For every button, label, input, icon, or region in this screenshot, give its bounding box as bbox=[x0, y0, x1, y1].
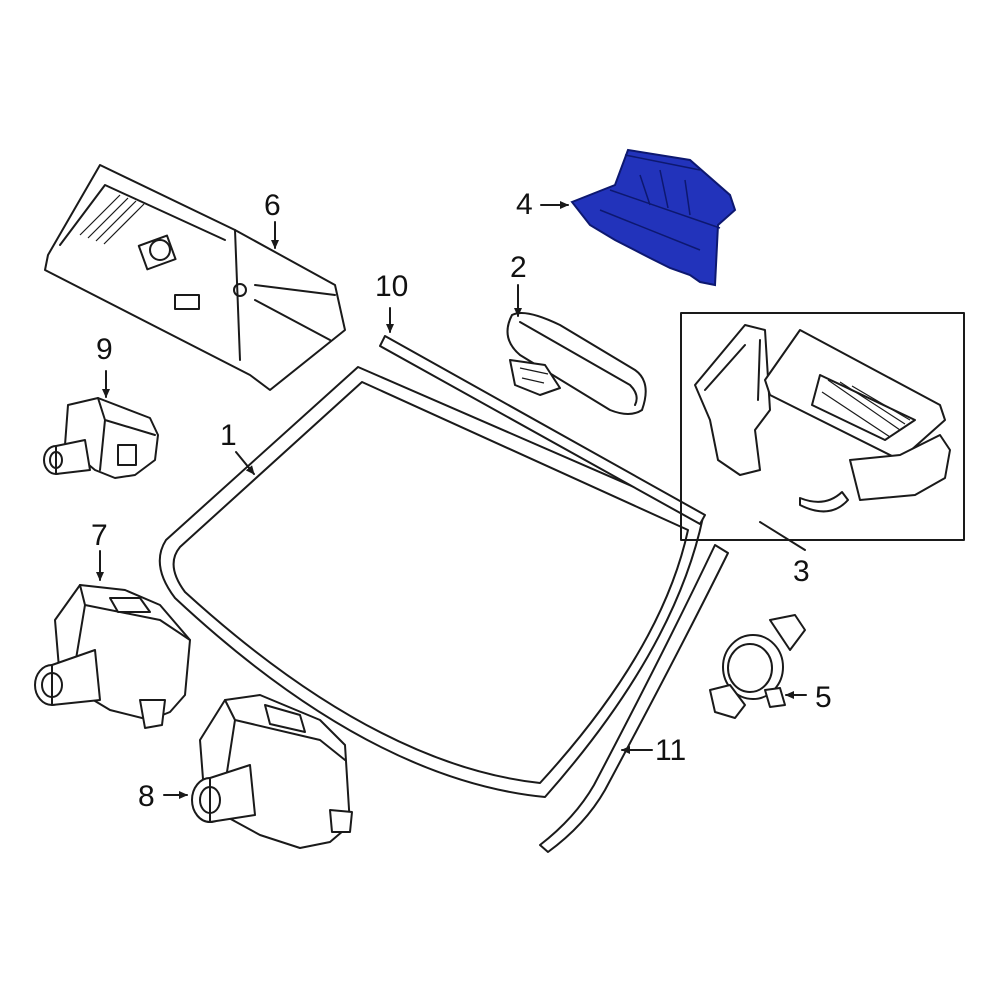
leader-arrow-1 bbox=[235, 451, 255, 475]
camera-unit-8-part[interactable] bbox=[191, 694, 353, 849]
sensor-assembly-part[interactable] bbox=[680, 312, 965, 541]
side-molding-part[interactable] bbox=[539, 544, 729, 853]
rain-sensor-part[interactable] bbox=[709, 614, 806, 719]
bracket-part-highlighted[interactable] bbox=[570, 148, 737, 287]
callout-9: 9 bbox=[96, 333, 113, 366]
small-camera-part[interactable] bbox=[43, 397, 159, 479]
windshield-part[interactable] bbox=[158, 366, 704, 798]
callout-7: 7 bbox=[91, 519, 108, 552]
callout-labels: 1 2 3 4 5 6 7 8 9 10 11 bbox=[91, 188, 832, 813]
camera-unit-part[interactable] bbox=[34, 584, 191, 729]
rearview-mirror-part[interactable] bbox=[506, 312, 647, 415]
leader-line-3 bbox=[759, 521, 806, 551]
callout-3: 3 bbox=[793, 555, 810, 588]
callout-2: 2 bbox=[510, 251, 527, 284]
callout-11: 11 bbox=[655, 734, 686, 767]
leader-arrows bbox=[96, 201, 807, 799]
upper-molding-part[interactable] bbox=[379, 335, 706, 525]
callout-10: 10 bbox=[375, 270, 408, 303]
callout-6: 6 bbox=[264, 189, 281, 222]
callout-1: 1 bbox=[220, 419, 237, 452]
callout-4: 4 bbox=[516, 188, 533, 221]
callout-8: 8 bbox=[138, 780, 155, 813]
camera-housing-part[interactable] bbox=[44, 164, 346, 391]
callout-5: 5 bbox=[815, 681, 832, 714]
